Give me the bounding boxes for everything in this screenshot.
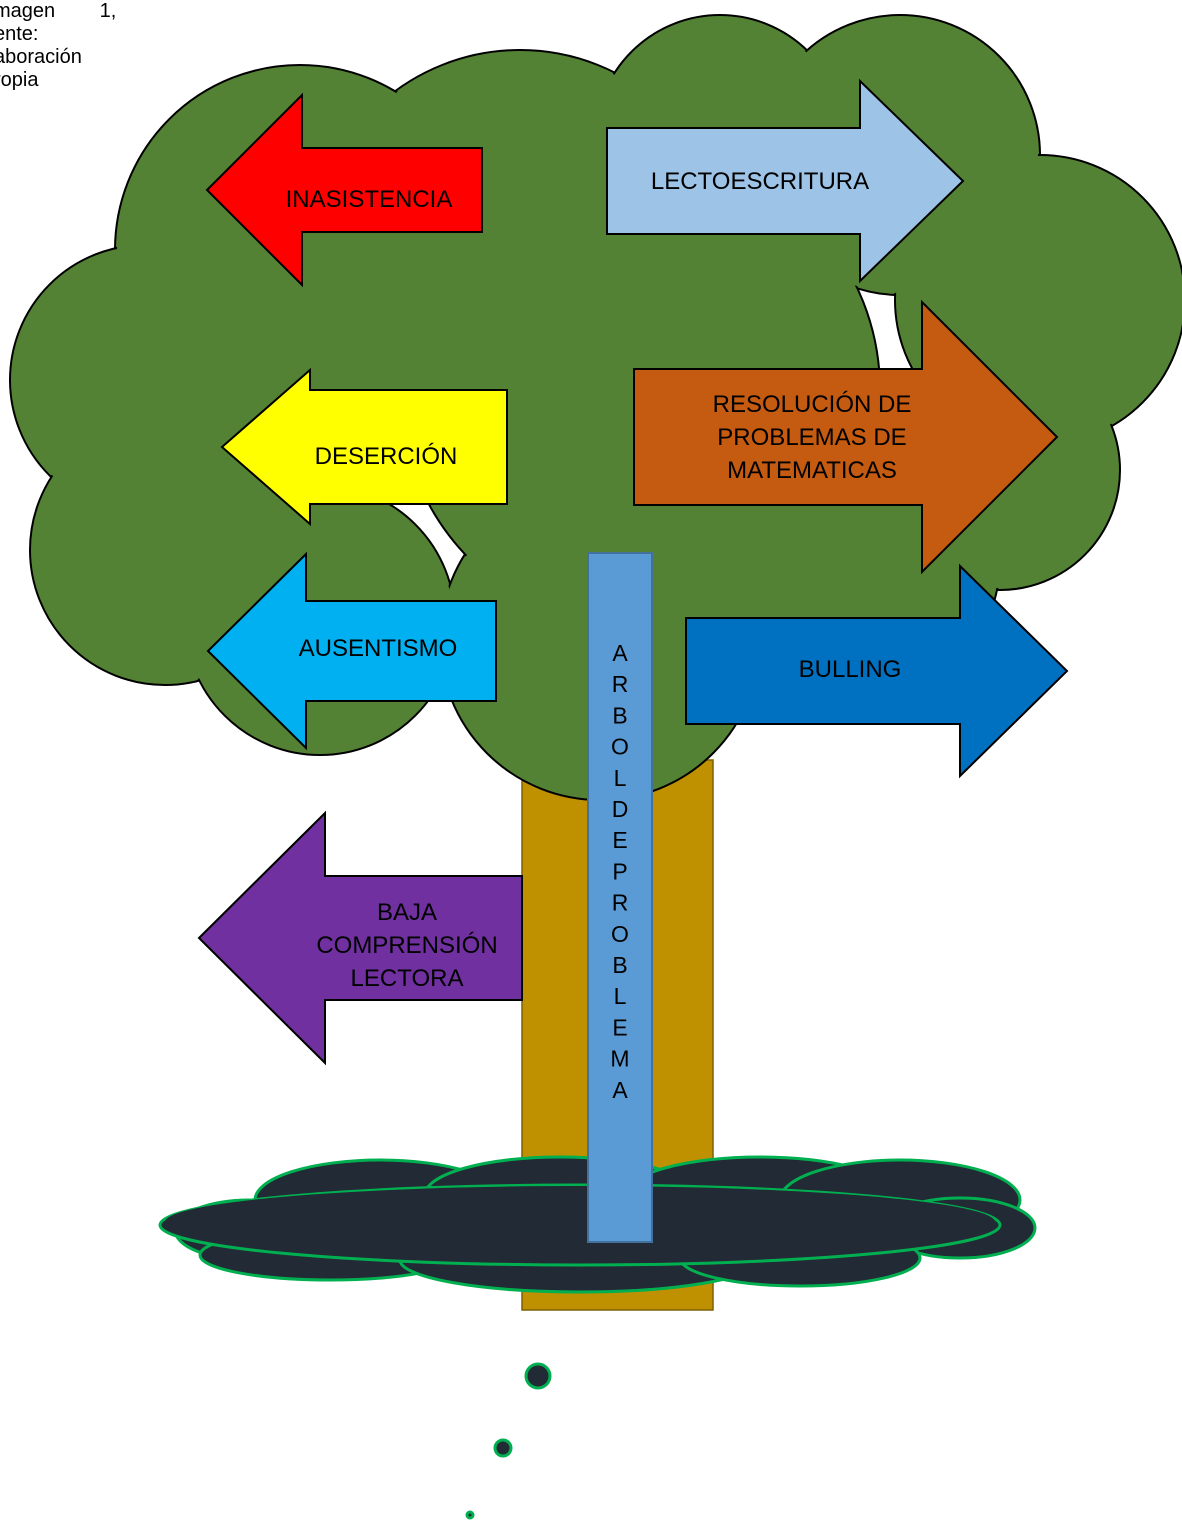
post-letter: P bbox=[612, 858, 627, 884]
post-letter: A bbox=[612, 1077, 628, 1103]
arrow-label-line: BULLING bbox=[799, 656, 902, 683]
arrow-shape bbox=[205, 92, 483, 288]
arrow-label-line: RESOLUCIÓN DE bbox=[713, 391, 912, 418]
thought-dot-medium bbox=[493, 1438, 513, 1458]
post-letter: B bbox=[612, 702, 627, 728]
post-letter: O bbox=[611, 921, 629, 947]
arrow-desercion: DESERCIÓN bbox=[220, 367, 508, 527]
arrow-label-line: MATEMATICAS bbox=[727, 457, 897, 484]
arrow-lectoescritura: LECTOESCRITURA bbox=[606, 78, 965, 284]
arrow-baja-comprension: BAJA COMPRENSIÓN LECTORA bbox=[197, 810, 523, 1066]
post-letter: A bbox=[612, 640, 628, 666]
arrow-shape bbox=[685, 563, 1069, 779]
arrow-label-line: DESERCIÓN bbox=[315, 443, 458, 470]
post-letter: B bbox=[612, 952, 627, 978]
arrow-inasistencia: INASISTENCIA bbox=[205, 92, 483, 288]
thought-dot-small bbox=[465, 1510, 475, 1520]
arrow-label-line: AUSENTISMO bbox=[299, 635, 458, 662]
caption-line: magen 1, bbox=[0, 0, 117, 22]
arrow-shape bbox=[606, 78, 965, 284]
arrow-shape bbox=[206, 551, 497, 751]
arrow-label-line: BAJA bbox=[377, 899, 437, 926]
arrow-resolucion: RESOLUCIÓN DE PROBLEMAS DE MATEMATICAS bbox=[633, 299, 1059, 575]
post-letter: L bbox=[614, 765, 627, 791]
post-letter: M bbox=[610, 1046, 629, 1072]
post-letter: D bbox=[612, 796, 629, 822]
post-letter: R bbox=[612, 890, 629, 916]
arrow-label-line: COMPRENSIÓN bbox=[316, 932, 497, 959]
post-letter: O bbox=[611, 734, 629, 760]
arrow-label-line: LECTORA bbox=[351, 965, 464, 992]
post-letter: E bbox=[612, 827, 627, 853]
arrows-group: INASISTENCIA LECTOESCRITURA DESERCIÓN RESOL… bbox=[197, 78, 1069, 1066]
image-caption: magen 1, ente: aboración ropia bbox=[0, 0, 175, 92]
center-post bbox=[587, 552, 653, 1243]
arrow-shape bbox=[197, 810, 523, 1066]
caption-line: ropia bbox=[0, 69, 39, 91]
post-letter: R bbox=[612, 671, 629, 697]
post-letter: E bbox=[612, 1014, 627, 1040]
arrow-label-line: INASISTENCIA bbox=[286, 186, 453, 213]
caption-line: ente: bbox=[0, 23, 39, 45]
arrow-shape bbox=[220, 367, 508, 527]
thought-dots bbox=[465, 1362, 552, 1520]
ground-core bbox=[165, 1186, 995, 1258]
arrow-label-line: LECTOESCRITURA bbox=[651, 168, 869, 195]
arrow-shape bbox=[633, 299, 1059, 575]
ground-cloud bbox=[158, 1155, 1037, 1294]
thought-dot-large bbox=[524, 1362, 552, 1390]
arrow-ausentismo: AUSENTISMO bbox=[206, 551, 497, 751]
arrow-bulling: BULLING bbox=[685, 563, 1069, 779]
post-letter: L bbox=[614, 983, 627, 1009]
arrow-label-line: PROBLEMAS DE bbox=[717, 424, 906, 451]
caption-line: aboración bbox=[0, 46, 82, 68]
